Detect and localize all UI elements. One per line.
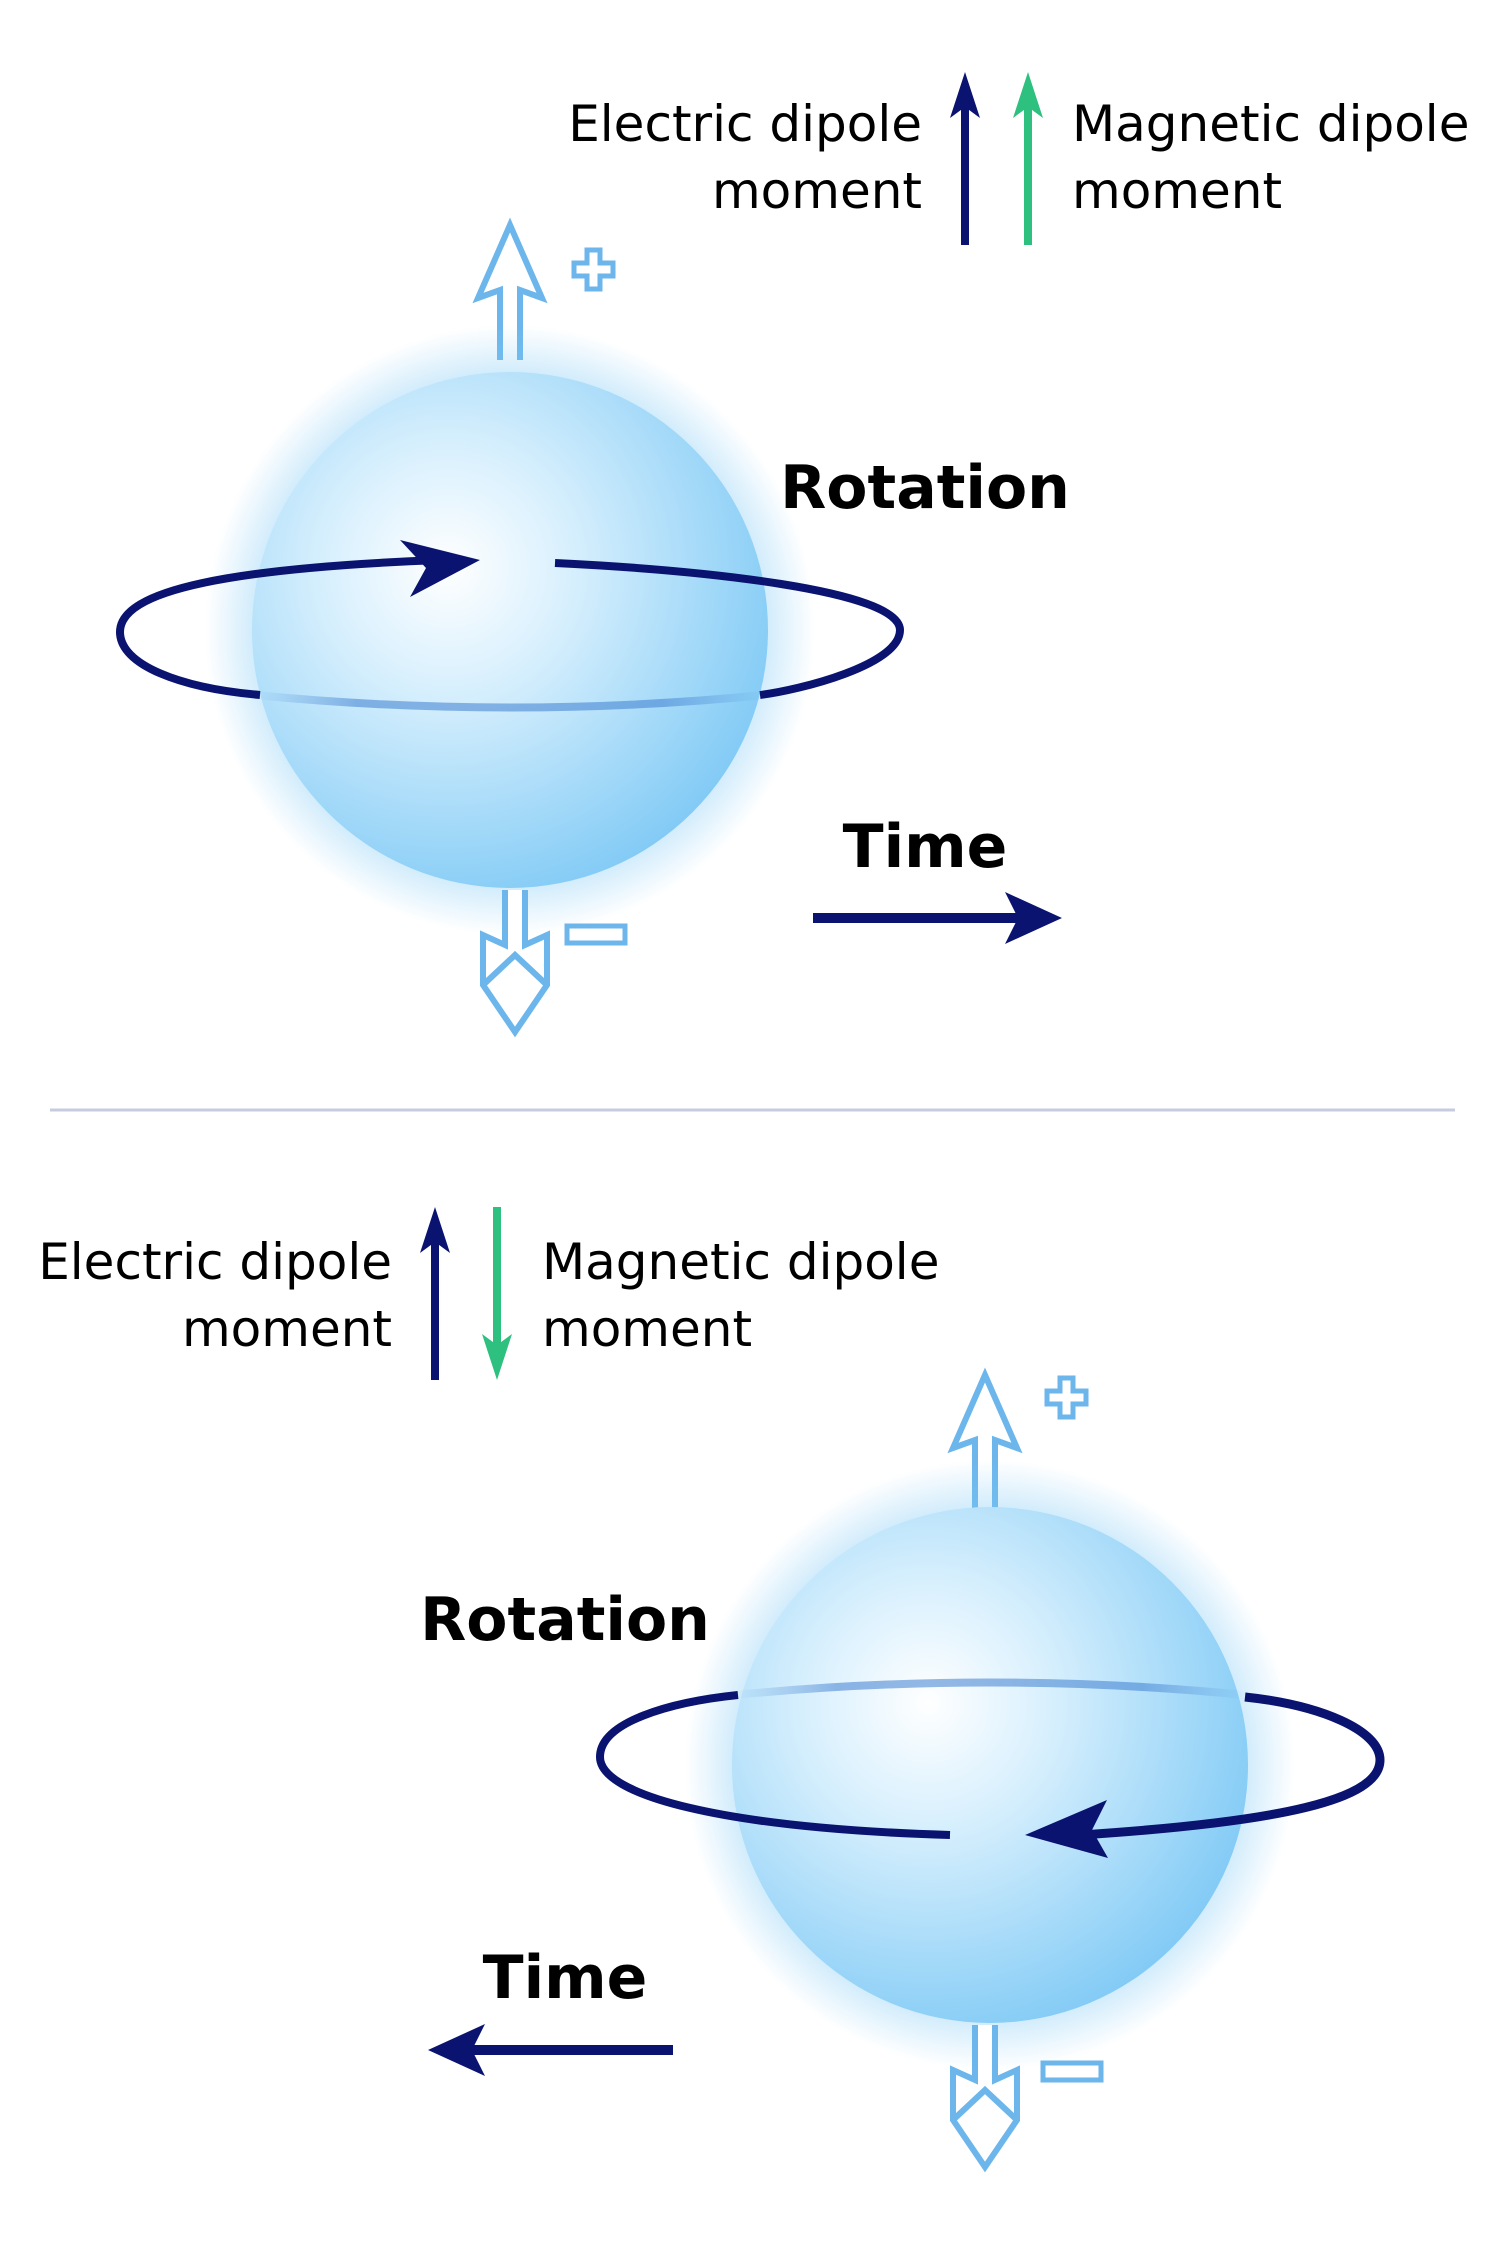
bottom-rotation-path xyxy=(595,1691,1385,1840)
bottom-electric-dipole-arrow xyxy=(420,1207,450,1380)
bottom-magnetic-label-line1: Magnetic dipole xyxy=(542,1233,939,1291)
top-electric-label-line1: Electric dipole xyxy=(568,95,922,153)
top-minus-sign xyxy=(564,923,628,946)
top-rotation-arrowhead xyxy=(400,540,480,597)
top-legend: Electric dipole moment Magnetic dipole m… xyxy=(568,72,1469,245)
top-magnetic-dipole-arrow xyxy=(1013,72,1043,245)
bottom-time-label: Time xyxy=(483,1943,648,2013)
top-panel: Electric dipole moment Magnetic dipole m… xyxy=(115,72,1469,1038)
bottom-panel: Electric dipole moment Magnetic dipole m… xyxy=(38,1207,1385,2173)
top-negative-pole-arrow xyxy=(480,890,550,1038)
bottom-time-arrow xyxy=(428,2024,673,2076)
top-sphere xyxy=(205,325,815,935)
top-rotation-label: Rotation xyxy=(780,453,1070,523)
bottom-negative-pole-arrow xyxy=(950,2025,1020,2173)
top-time-arrow xyxy=(813,892,1062,944)
top-electric-dipole-arrow xyxy=(950,72,980,245)
bottom-rotation-label: Rotation xyxy=(420,1585,710,1655)
bottom-electric-label-line1: Electric dipole xyxy=(38,1233,392,1291)
bottom-electric-label-line2: moment xyxy=(182,1300,392,1358)
top-electric-label-line2: moment xyxy=(712,162,922,220)
bottom-rotation-arrowhead xyxy=(1025,1800,1108,1858)
bottom-positive-pole-arrow xyxy=(947,1367,1023,1510)
bottom-magnetic-dipole-arrow xyxy=(482,1207,512,1380)
bottom-sphere xyxy=(685,1460,1295,2070)
top-magnetic-label-line1: Magnetic dipole xyxy=(1072,95,1469,153)
top-rotation-path xyxy=(115,556,905,699)
bottom-legend: Electric dipole moment Magnetic dipole m… xyxy=(38,1207,939,1380)
top-plus-sign xyxy=(571,247,616,292)
top-positive-pole-arrow xyxy=(472,217,548,360)
bottom-minus-sign xyxy=(1040,2060,1104,2083)
top-magnetic-label-line2: moment xyxy=(1072,162,1282,220)
bottom-plus-sign xyxy=(1044,1375,1089,1420)
top-time-label: Time xyxy=(843,812,1008,882)
bottom-magnetic-label-line2: moment xyxy=(542,1300,752,1358)
